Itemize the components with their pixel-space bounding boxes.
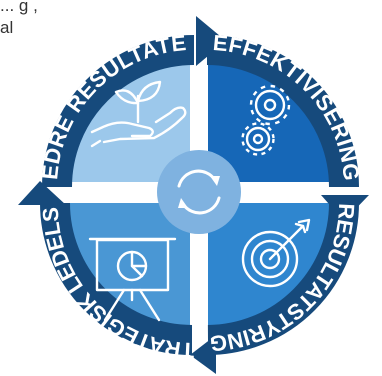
ring-band-top-right xyxy=(206,35,359,188)
ring-band-top-left xyxy=(42,35,195,188)
segment-top-right-fill xyxy=(208,44,346,182)
segment-bottom-right-fill xyxy=(208,203,346,341)
segment-top-left-fill xyxy=(52,44,190,182)
target-arrow-icon xyxy=(241,218,311,288)
center-hub xyxy=(157,150,241,234)
cropped-side-text: al xyxy=(0,18,14,37)
refresh-cycle-icon xyxy=(177,169,221,215)
gears-icon xyxy=(241,84,291,156)
arrowhead-bottom-left xyxy=(190,335,216,374)
arrowhead-right-bottom xyxy=(321,195,369,221)
segment-bottom-left-fill xyxy=(52,203,190,341)
ring-band-bottom-left xyxy=(40,202,193,355)
plant-in-hand-icon xyxy=(90,80,187,148)
arrowhead-left-top xyxy=(18,181,66,205)
arrowhead-top-right xyxy=(196,16,226,66)
ring-band-bottom-right xyxy=(207,202,359,355)
presentation-chart-icon xyxy=(88,237,177,322)
cropped-top-text: ... g , xyxy=(0,0,38,15)
